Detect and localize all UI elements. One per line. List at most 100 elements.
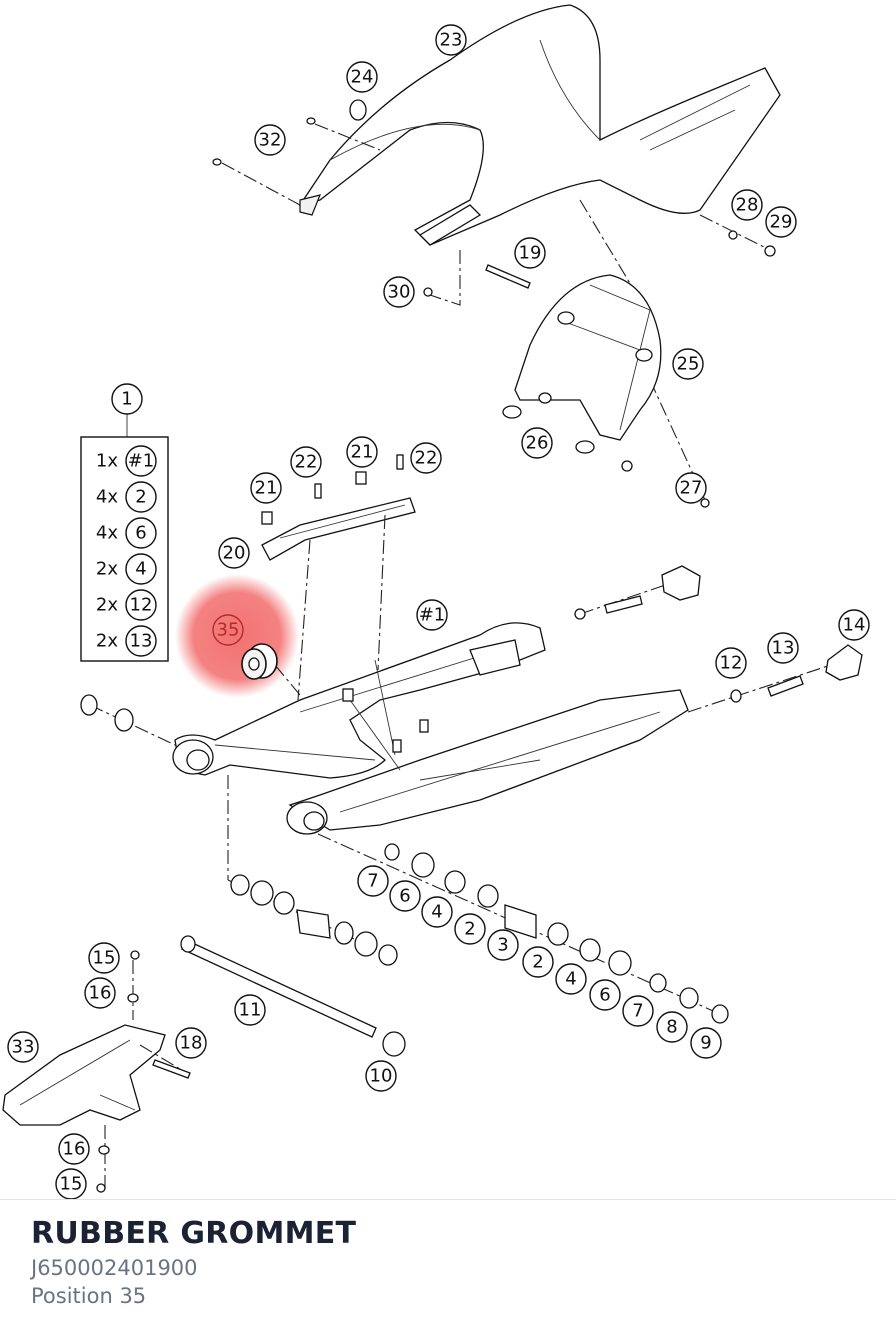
part-name: RUBBER GROMMET: [31, 1216, 357, 1251]
bolt-19-drawing: [485, 264, 531, 289]
callout-circle: [715, 647, 747, 679]
callout-circle: [514, 237, 546, 269]
callout-circle: [421, 896, 453, 928]
kit-row-part-callout[interactable]: 2: [125, 481, 157, 513]
callout-6[interactable]: 6: [589, 979, 621, 1011]
rear-fender-drawing: [298, 4, 781, 246]
callout-4[interactable]: 4: [555, 963, 587, 995]
callout-35[interactable]: 35: [212, 614, 244, 646]
kit-row-part-callout[interactable]: 4: [125, 553, 157, 585]
callout-15[interactable]: 15: [55, 1168, 87, 1200]
callout-10[interactable]: 10: [365, 1060, 397, 1092]
callout-22[interactable]: 22: [410, 442, 442, 474]
callout-28[interactable]: 28: [731, 189, 763, 221]
callout-label: #1: [419, 605, 446, 626]
washer-16-drawing: [98, 1145, 110, 1155]
callout-label: 33: [12, 1037, 35, 1058]
callout-label: 13: [130, 631, 153, 652]
callout-label: 21: [255, 478, 278, 499]
kit-row-part-callout[interactable]: 13: [125, 625, 157, 657]
callout-circle: [435, 24, 467, 56]
callout-label: 9: [700, 1033, 711, 1054]
callout-circle: [357, 865, 389, 897]
callout-circle: [522, 946, 554, 978]
callout-11[interactable]: 11: [234, 994, 266, 1026]
callout-circle: [7, 1031, 39, 1063]
callout-29[interactable]: 29: [765, 206, 797, 238]
callout-circle: [383, 276, 415, 308]
callout-circle: [111, 383, 143, 415]
callout-15[interactable]: 15: [88, 942, 120, 974]
callout-12[interactable]: 12: [715, 647, 747, 679]
callout-label: 11: [239, 1000, 262, 1021]
callout-circle: [487, 929, 519, 961]
callout-26[interactable]: 26: [521, 427, 553, 459]
callout-6[interactable]: 6: [389, 880, 421, 912]
callout-4[interactable]: 4: [421, 896, 453, 928]
part-info-panel: RUBBER GROMMET J650002401900 Position 35: [31, 1214, 871, 1310]
callout-24[interactable]: 24: [346, 61, 378, 93]
callout-20[interactable]: 20: [218, 537, 250, 569]
callout-2[interactable]: 2: [454, 913, 486, 945]
callout-label: 6: [399, 886, 410, 907]
callout-circle: [125, 481, 157, 513]
callout-21[interactable]: 21: [346, 436, 378, 468]
callout-label: 35: [217, 620, 240, 641]
callout-3[interactable]: 3: [487, 929, 519, 961]
kit-row-part-callout[interactable]: 12: [125, 589, 157, 621]
callout-7[interactable]: 7: [357, 865, 389, 897]
callout-label: 22: [415, 448, 438, 469]
callout-33[interactable]: 33: [7, 1031, 39, 1063]
callout-19[interactable]: 19: [514, 237, 546, 269]
kit-row: 1x#1: [96, 445, 157, 477]
screw-15-drawing: [130, 950, 140, 960]
callout-label: 19: [519, 243, 542, 264]
callout-label: 16: [63, 1139, 86, 1160]
callout-9[interactable]: 9: [690, 1027, 722, 1059]
callout-label: 1: [121, 389, 132, 410]
callout-7[interactable]: 7: [622, 995, 654, 1027]
callout-label: 18: [180, 1033, 203, 1054]
chain-adjuster-14-drawing: [825, 644, 863, 681]
callout-16[interactable]: 16: [84, 977, 116, 1009]
chain-adjuster-drawing: [661, 565, 701, 601]
callout-circle: [731, 189, 763, 221]
callout-32[interactable]: 32: [254, 124, 286, 156]
callout-circle: [88, 942, 120, 974]
callout-22[interactable]: 22: [290, 446, 322, 478]
callout-circle: [365, 1060, 397, 1092]
axle-head-drawing: [180, 935, 196, 953]
screw-27-drawing: [621, 460, 633, 472]
callout-circle: [454, 913, 486, 945]
callout-16[interactable]: 16: [58, 1133, 90, 1165]
assembly-line: [579, 199, 641, 301]
callout-13[interactable]: 13: [767, 632, 799, 664]
callout-label: 2: [135, 487, 146, 508]
kit-row-quantity: 4x: [96, 487, 118, 508]
washer-12-drawing: [730, 689, 742, 703]
callout-label: 22: [295, 452, 318, 473]
left-bearing-stack-drawing: [230, 874, 398, 966]
callout-label: 2: [532, 952, 543, 973]
callout-23[interactable]: 23: [435, 24, 467, 56]
callout-18[interactable]: 18: [175, 1027, 207, 1059]
callout-14[interactable]: 14: [838, 609, 870, 641]
callout-circle: [234, 994, 266, 1026]
callout-8[interactable]: 8: [656, 1011, 688, 1043]
callout-2[interactable]: 2: [522, 946, 554, 978]
callout-25[interactable]: 25: [672, 348, 704, 380]
callout-27[interactable]: 27: [675, 472, 707, 504]
washer-drawing: [574, 608, 586, 620]
callout-1[interactable]: 1: [111, 383, 143, 415]
kit-row-part-callout[interactable]: 6: [125, 517, 157, 549]
callout-kit-1[interactable]: #1: [416, 599, 448, 631]
callout-label: 20: [223, 543, 246, 564]
screw-drawing: [212, 158, 222, 166]
callout-30[interactable]: 30: [383, 276, 415, 308]
kit-row-part-callout[interactable]: #1: [125, 445, 157, 477]
swingarm-drawing: [172, 622, 689, 835]
callout-label: 15: [93, 948, 116, 969]
callout-21[interactable]: 21: [250, 472, 282, 504]
